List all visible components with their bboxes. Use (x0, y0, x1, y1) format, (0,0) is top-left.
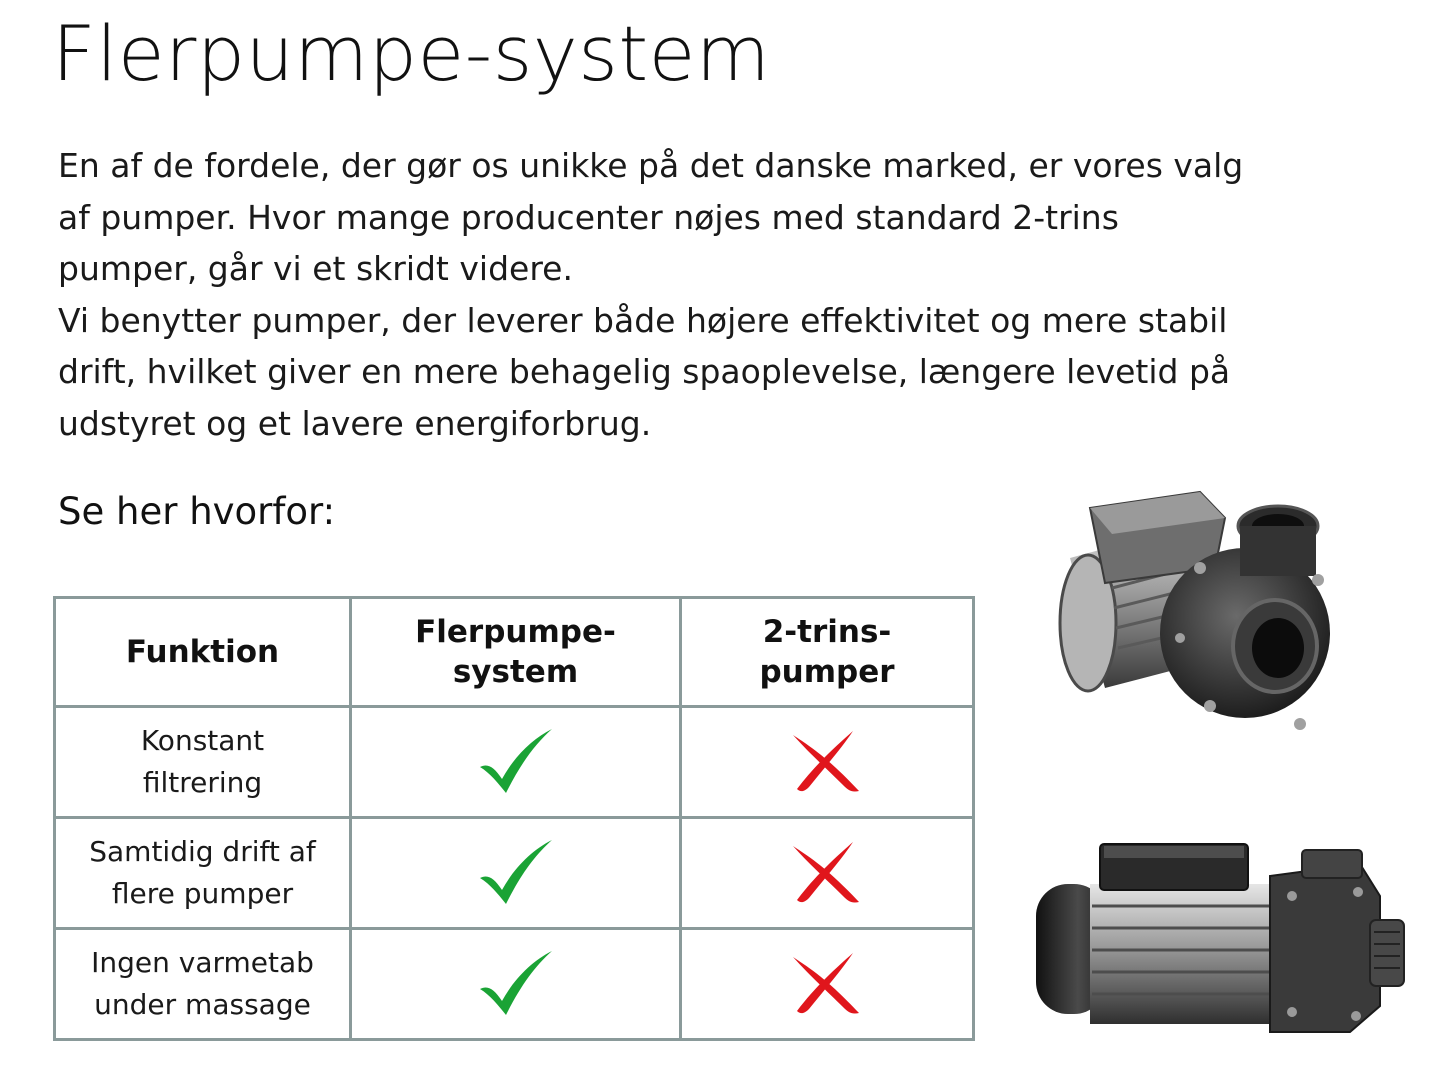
totrins-cell (679, 705, 975, 819)
intro-line: af pumper. Hvor mange producenter nøjes … (58, 197, 1119, 237)
check-icon (479, 951, 552, 1015)
intro-line: pumper, går vi et skridt videre. (58, 249, 573, 288)
totrins-cell (679, 927, 975, 1041)
totrins-cell (679, 816, 975, 930)
intro-line: En af de fordele, der gør os unikke på d… (58, 146, 1244, 185)
check-icon (479, 840, 552, 904)
spa-pump-photo-top (1058, 490, 1330, 730)
check-icon (479, 729, 552, 793)
header-flerpumpe-line1: Flerpumpe- (415, 614, 616, 650)
spa-pump-photo-bottom (1036, 843, 1405, 1033)
header-flerpumpe-line2: system (452, 654, 579, 690)
header-flerpumpe: Flerpumpe- system (349, 596, 682, 708)
header-totrins-line1: 2-trins- (762, 614, 892, 650)
flerpumpe-cell (349, 927, 682, 1041)
comparison-table: Funktion Flerpumpe- system 2-trins- pump… (53, 596, 975, 1041)
cross-icon (793, 731, 859, 792)
cross-icon (793, 953, 859, 1014)
intro-line: drift, hvilket giver en mere behagelig s… (58, 352, 1231, 391)
intro-line: Vi benytter pumper, der leverer både høj… (58, 300, 1228, 340)
intro-text: En af de fordele, der gør os unikke på d… (58, 140, 1398, 449)
header-function: Funktion (53, 596, 352, 708)
page-title: Flerpumpe-system (52, 9, 771, 98)
flerpumpe-cell (349, 816, 682, 930)
table-header-row: Funktion Flerpumpe- system 2-trins- pump… (53, 596, 975, 708)
header-totrins-line2: pumper (759, 654, 895, 690)
header-totrins: 2-trins- pumper (679, 596, 975, 708)
header-function-label: Funktion (125, 634, 280, 670)
intro-line: udstyret og et lavere energiforbrug. (58, 403, 652, 443)
subheading: Se her hvorfor: (58, 490, 336, 533)
cross-icon (793, 842, 859, 903)
flerpumpe-cell (349, 705, 682, 819)
